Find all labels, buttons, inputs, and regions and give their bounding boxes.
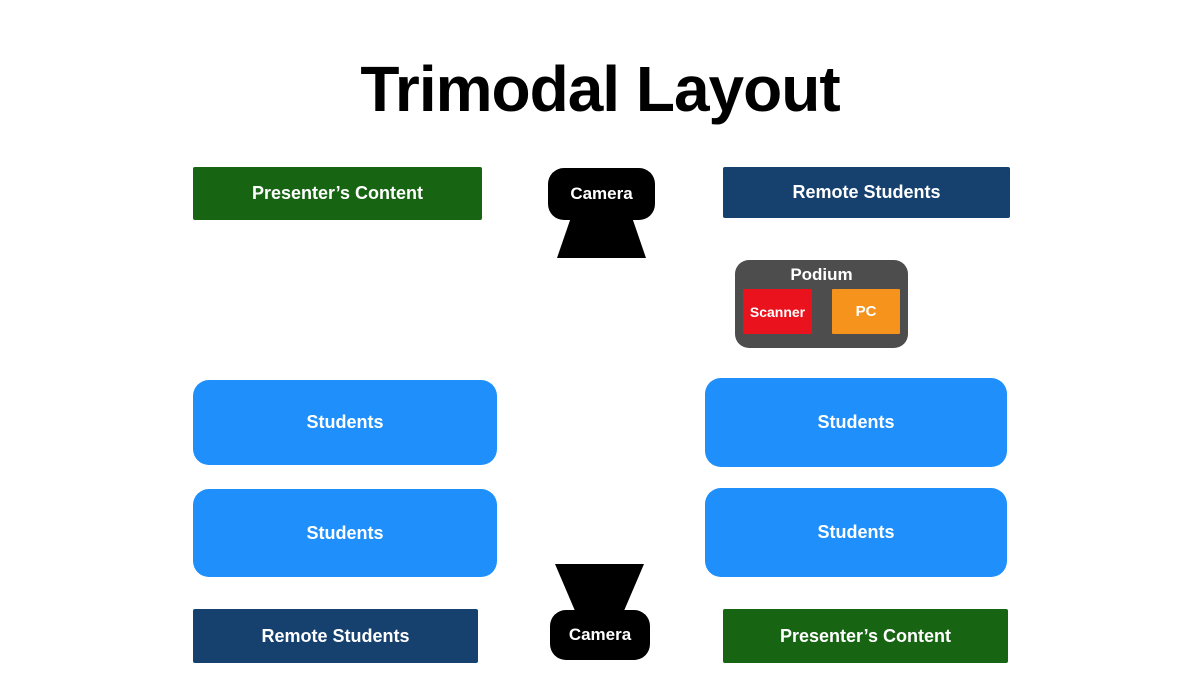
camera-bottom-icon: Camera (550, 610, 650, 660)
camera-bottom-cone-icon (555, 564, 644, 614)
scanner-box: Scanner (743, 289, 812, 334)
presenter-content-bottom-box: Presenter’s Content (723, 609, 1008, 663)
podium-box: Podium Scanner PC (735, 260, 908, 348)
students-left-2-box: Students (193, 489, 497, 577)
students-left-1-box: Students (193, 380, 497, 465)
remote-students-top-box: Remote Students (723, 167, 1010, 218)
podium-devices-row: Scanner PC (743, 289, 900, 340)
students-right-1-box: Students (705, 378, 1007, 467)
presenter-content-top-box: Presenter’s Content (193, 167, 482, 220)
page-title: Trimodal Layout (360, 53, 840, 125)
students-right-2-box: Students (705, 488, 1007, 577)
camera-top-cone-icon (557, 214, 646, 258)
remote-students-bottom-box: Remote Students (193, 609, 478, 663)
camera-top-icon: Camera (548, 168, 655, 220)
pc-box: PC (832, 289, 900, 334)
podium-label: Podium (790, 265, 853, 284)
